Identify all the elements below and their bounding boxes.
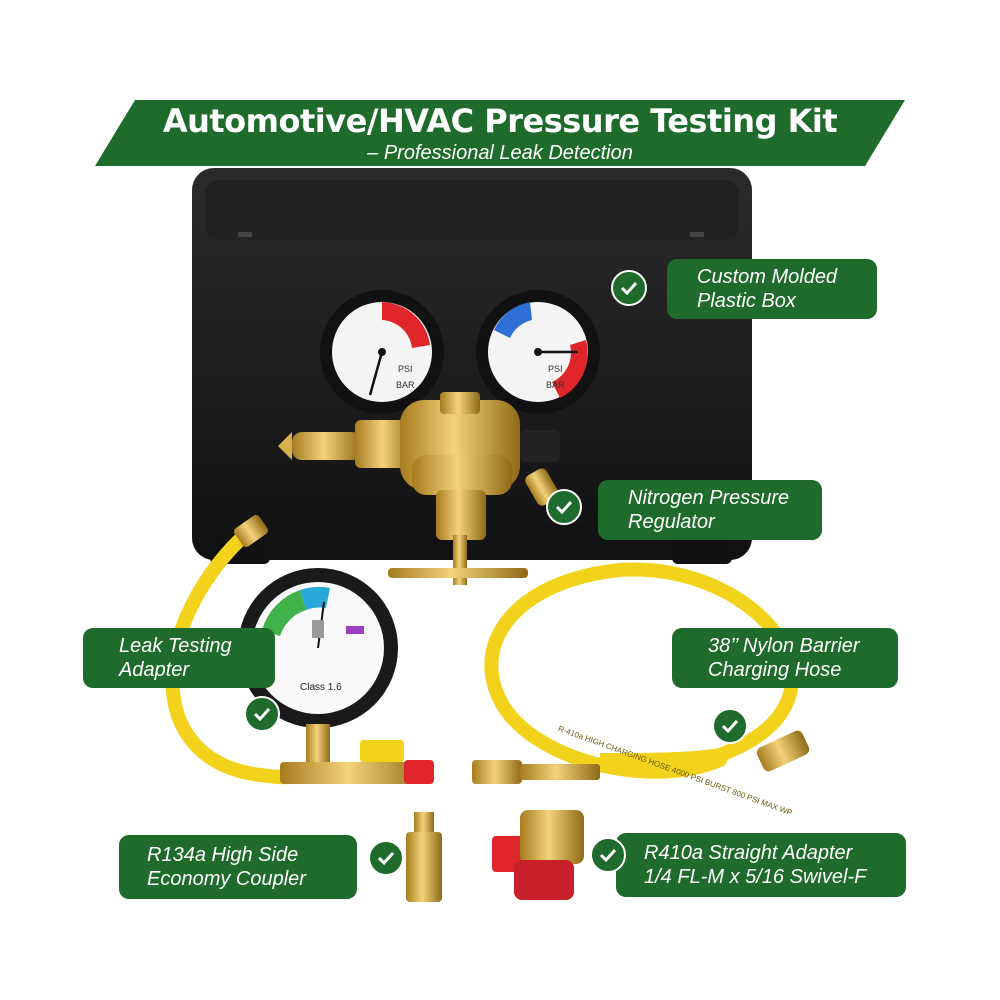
check-icon xyxy=(368,840,404,876)
banner-title: Automotive/HVAC Pressure Testing Kit xyxy=(162,102,838,140)
callout-straight-line1: R410a Straight Adapter xyxy=(644,842,853,864)
leak-test-gauge: Class 1.6 xyxy=(238,568,434,784)
carrying-case xyxy=(192,168,752,564)
check-icon xyxy=(590,837,626,873)
callout-adapter-line2: Adapter xyxy=(119,659,190,681)
left-gauge-psi-label: PSI xyxy=(398,364,413,374)
callout-regulator-line1: Nitrogen Pressure xyxy=(628,487,790,509)
banner-subtitle: – Professional Leak Detection xyxy=(367,142,633,164)
left-gauge-bar-label: BAR xyxy=(396,380,415,390)
callout-coupler-line1: R134a High Side xyxy=(147,844,299,866)
callout-r410a-adapter: R410a Straight Adapter 1/4 FL-M x 5/16 S… xyxy=(616,833,906,897)
right-gauge: PSI BAR xyxy=(476,290,600,414)
right-gauge-psi-label: PSI xyxy=(548,364,563,374)
callout-nitrogen-regulator: Nitrogen Pressure Regulator xyxy=(598,480,822,540)
right-gauge-bar-label: BAR xyxy=(546,380,565,390)
check-icon xyxy=(546,489,582,525)
header-banner: Automotive/HVAC Pressure Testing Kit – P… xyxy=(95,100,905,166)
banner-shape xyxy=(95,100,905,166)
callout-straight-line2: 1/4 FL-M x 5/16 Swivel-F xyxy=(644,866,867,888)
callout-hose-line2: Charging Hose xyxy=(708,659,842,681)
callout-regulator-line2: Regulator xyxy=(628,511,715,533)
callout-r134a-coupler: R134a High Side Economy Coupler xyxy=(119,835,357,899)
callout-box-line2: Plastic Box xyxy=(697,290,796,312)
callout-leak-testing-adapter: Leak Testing Adapter xyxy=(83,628,275,688)
r134a-coupler xyxy=(406,812,442,902)
r410a-adapter xyxy=(492,810,584,900)
callout-hose-line1: 38’’ Nylon Barrier xyxy=(708,635,860,657)
leak-gauge-class: Class 1.6 xyxy=(300,682,342,693)
callout-adapter-line1: Leak Testing xyxy=(119,635,232,657)
callout-box-line1: Custom Molded xyxy=(697,266,838,288)
regulator-body xyxy=(278,392,560,585)
callout-coupler-line2: Economy Coupler xyxy=(147,868,306,890)
callout-custom-molded-box: Custom Molded Plastic Box xyxy=(667,259,877,319)
callout-nylon-hose: 38’’ Nylon Barrier Charging Hose xyxy=(672,628,898,688)
check-icon xyxy=(611,270,647,306)
left-gauge: PSI BAR xyxy=(320,290,444,414)
check-icon xyxy=(712,708,748,744)
check-icon xyxy=(244,696,280,732)
